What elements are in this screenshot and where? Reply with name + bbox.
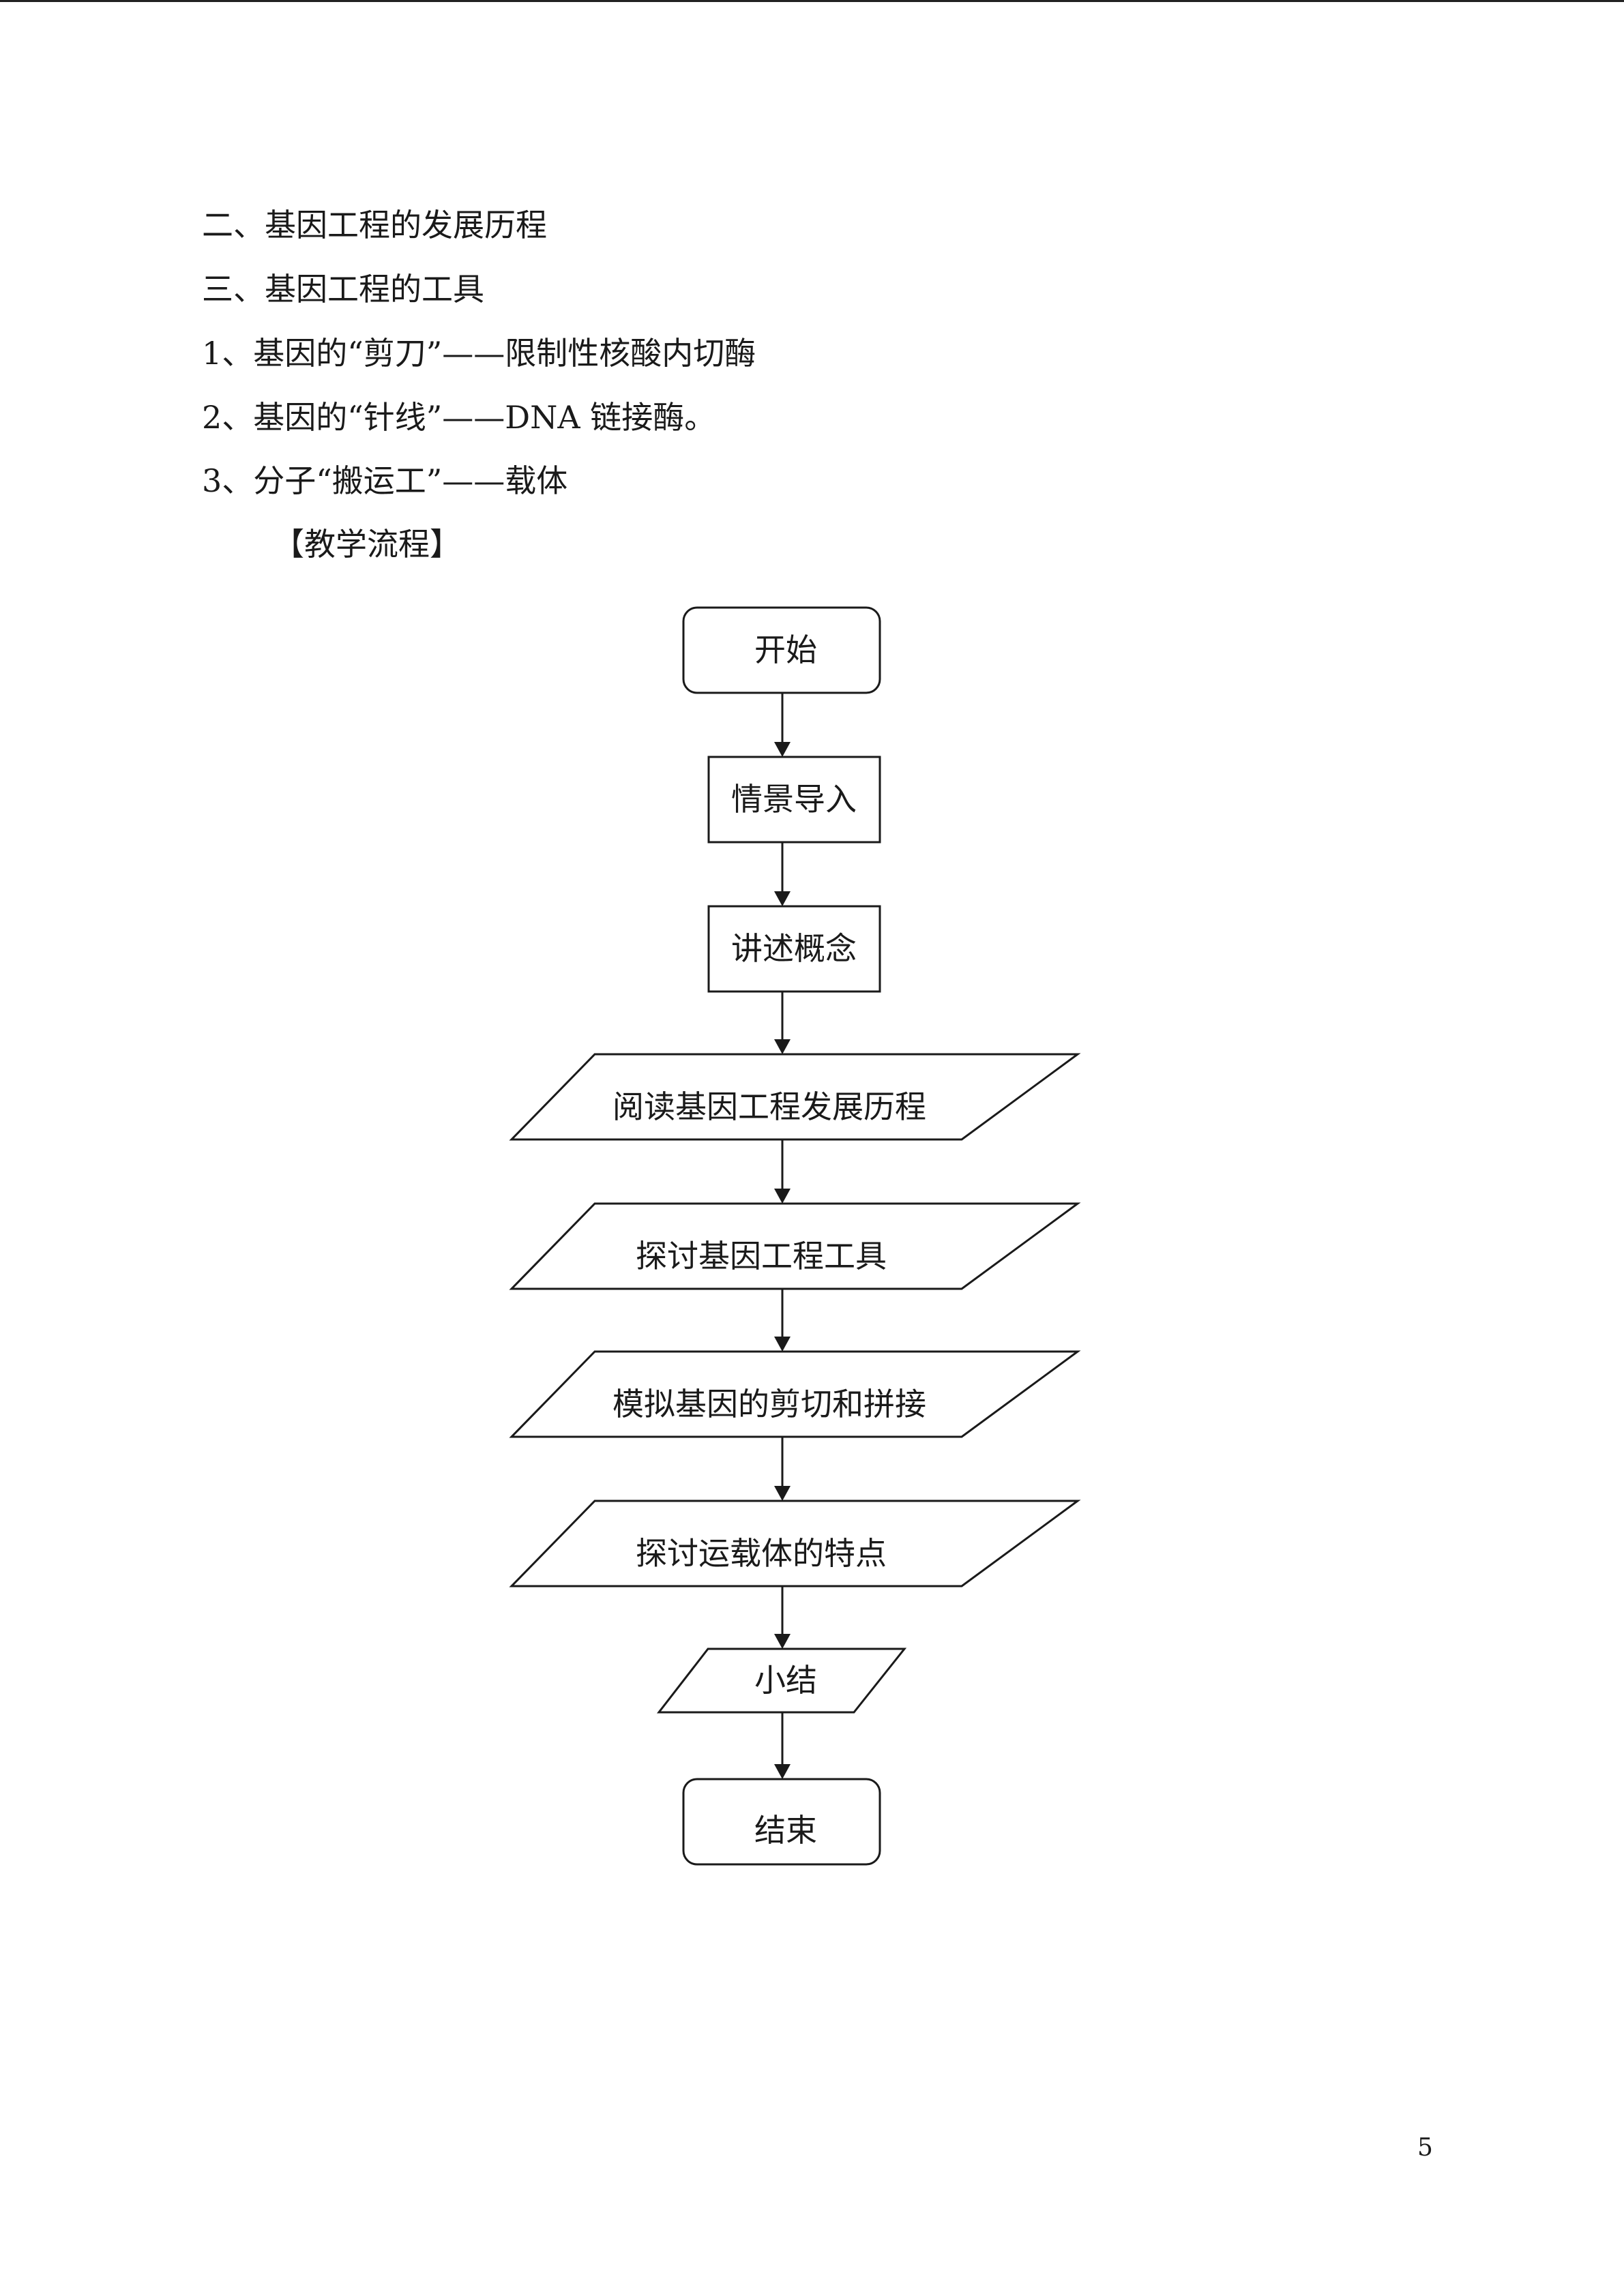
flow-arrowhead-vector-summary (774, 1634, 791, 1649)
flow-arrowhead-concept-read (774, 1039, 791, 1054)
flow-node-read-history-label: 阅读基因工程发展历程 (612, 1088, 926, 1125)
flow-node-intro-label: 情景导入 (731, 781, 857, 818)
page-top-border (0, 0, 1624, 2)
flow-arrowhead-discuss-simulate (774, 1337, 791, 1352)
flow-node-simulate-label: 模拟基因的剪切和拼接 (612, 1386, 926, 1422)
flow-node-summary-label: 小结 (754, 1662, 817, 1699)
page-number: 5 (1417, 2134, 1433, 2162)
flow-node-start-label: 开始 (754, 631, 817, 668)
flow-node-concept-label: 讲述概念 (731, 930, 857, 967)
flow-node-end-shape (682, 1778, 881, 1866)
flow-arrowhead-start-intro (774, 742, 791, 757)
flow-node-concept: 讲述概念 (707, 905, 881, 993)
heading-engineering-tools: 三、基因工程的工具 (202, 271, 484, 308)
flow-arrowhead-simulate-vector (774, 1486, 791, 1501)
flow-arrowhead-read-discuss (774, 1189, 791, 1204)
section-heading-teaching-flow: 【教学流程】 (273, 526, 461, 563)
flow-node-end: 结束 (682, 1778, 881, 1866)
flow-node-simulate: 模拟基因的剪切和拼接 (509, 1350, 1081, 1438)
flowchart-connectors (774, 693, 791, 1779)
tool-item-ligase: 2、基因的“针线”——DNA 链接酶。 (202, 399, 716, 436)
flow-node-summary: 小结 (656, 1648, 907, 1714)
flow-node-discuss-tools-label: 探讨基因工程工具 (636, 1238, 887, 1274)
flow-node-discuss-tools-shape (509, 1202, 1081, 1290)
flow-node-vector-features: 探讨运载体的特点 (509, 1500, 1081, 1587)
tool-item-scissors: 1、基因的“剪刀”——限制性核酸内切酶 (202, 335, 756, 372)
flow-node-vector-features-shape (509, 1500, 1081, 1587)
flow-node-start-shape (682, 606, 881, 694)
flow-node-read-history-shape (509, 1053, 1081, 1141)
flow-node-start: 开始 (682, 606, 881, 694)
flow-arrowhead-summary-end (774, 1764, 791, 1779)
flow-node-simulate-shape (509, 1350, 1081, 1438)
heading-development-history: 二、基因工程的发展历程 (202, 207, 547, 243)
flow-node-read-history: 阅读基因工程发展历程 (509, 1053, 1081, 1141)
flow-node-concept-shape (707, 905, 881, 993)
flow-node-vector-features-label: 探讨运载体的特点 (636, 1535, 887, 1572)
flow-node-summary-shape (656, 1648, 907, 1714)
tool-item-vector: 3、分子“搬运工”——载体 (202, 462, 568, 499)
flow-node-intro-shape (707, 756, 881, 844)
flow-node-end-label: 结束 (754, 1812, 817, 1849)
flow-node-intro: 情景导入 (707, 756, 881, 844)
flow-arrowhead-intro-concept (774, 891, 791, 906)
flow-node-discuss-tools: 探讨基因工程工具 (509, 1202, 1081, 1290)
